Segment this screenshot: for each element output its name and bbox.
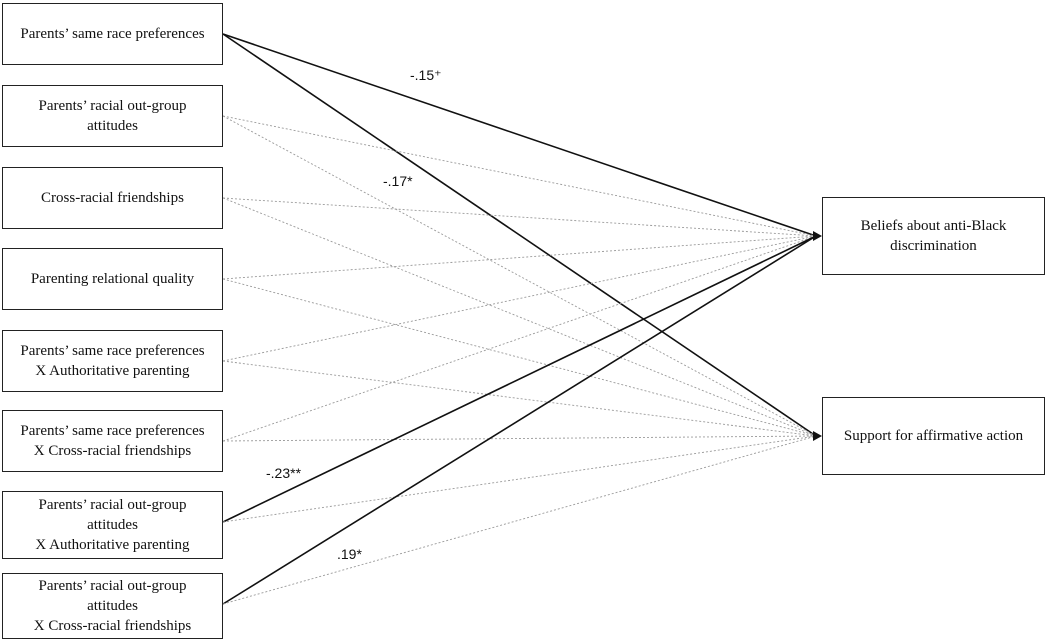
- outcome-label: Support for affirmative action: [843, 428, 1024, 444]
- path-coefficient-outgroup-friendships-to-discrimination: .19*: [337, 546, 362, 562]
- predictor-label: Parents’ racial out-group attitudes: [38, 98, 187, 134]
- nonsignificant-path-p8-o2: [222, 435, 817, 605]
- nonsignificant-path-p6-o2: [222, 435, 817, 442]
- predictor-box-parenting-relational-quality: Parenting relational quality: [2, 248, 223, 310]
- nonsignificant-path-p4-o2: [222, 278, 817, 437]
- outcome-box-affirmative-action: Support for affirmative action: [822, 397, 1045, 475]
- predictor-box-same-race-preferences: Parents’ same race preferences: [2, 3, 223, 65]
- nonsignificant-path-p6-o1: [222, 235, 817, 442]
- nonsignificant-path-p4-o1: [222, 235, 817, 280]
- predictor-box-same-race-x-authoritative: Parents’ same race preferences X Authori…: [2, 330, 223, 392]
- nonsignificant-path-p3-o2: [222, 197, 817, 437]
- significant-path-p1-o2: [222, 33, 817, 437]
- significant-path-p7-o1: [222, 235, 817, 523]
- arrowhead-o1: [813, 231, 822, 241]
- significant-path-p8-o1: [222, 235, 817, 605]
- nonsignificant-path-p5-o1: [222, 235, 817, 362]
- significant-path-p1-o1: [222, 33, 817, 237]
- predictor-box-racial-outgroup-attitudes: Parents’ racial out-group attitudes: [2, 85, 223, 147]
- predictor-label: Parents’ same race preferences X Authori…: [20, 343, 205, 379]
- predictor-box-outgroup-x-friendships: Parents’ racial out-group attitudes X Cr…: [2, 573, 223, 639]
- nonsignificant-path-p5-o2: [222, 360, 817, 437]
- predictor-box-cross-racial-friendships: Cross-racial friendships: [2, 167, 223, 229]
- predictor-label: Parents’ same race preferences X Cross-r…: [20, 423, 205, 459]
- path-coefficient-same-race-to-discrimination: -.15⁺: [410, 67, 442, 83]
- predictor-label: Cross-racial friendships: [41, 190, 184, 206]
- predictor-label: Parents’ racial out-group attitudes X Cr…: [33, 578, 192, 634]
- nonsignificant-path-p2-o1: [222, 115, 817, 237]
- predictor-box-outgroup-x-authoritative: Parents’ racial out-group attitudes X Au…: [2, 491, 223, 559]
- predictor-label: Parents’ racial out-group attitudes X Au…: [35, 497, 190, 553]
- nonsignificant-path-p2-o2: [222, 115, 817, 437]
- path-coefficient-outgroup-authoritative-to-discrimination: -.23**: [266, 465, 302, 481]
- arrowhead-o2: [813, 431, 822, 441]
- predictor-label: Parenting relational quality: [30, 271, 195, 287]
- nonsignificant-path-p3-o1: [222, 197, 817, 237]
- path-coefficient-same-race-to-affirmative: -.17*: [383, 173, 413, 189]
- predictor-box-same-race-x-friendships: Parents’ same race preferences X Cross-r…: [2, 410, 223, 472]
- outcome-box-anti-black-discrimination: Beliefs about anti-Black discrimination: [822, 197, 1045, 275]
- outcome-label: Beliefs about anti-Black discrimination: [860, 218, 1007, 254]
- predictor-label: Parents’ same race preferences: [20, 26, 205, 42]
